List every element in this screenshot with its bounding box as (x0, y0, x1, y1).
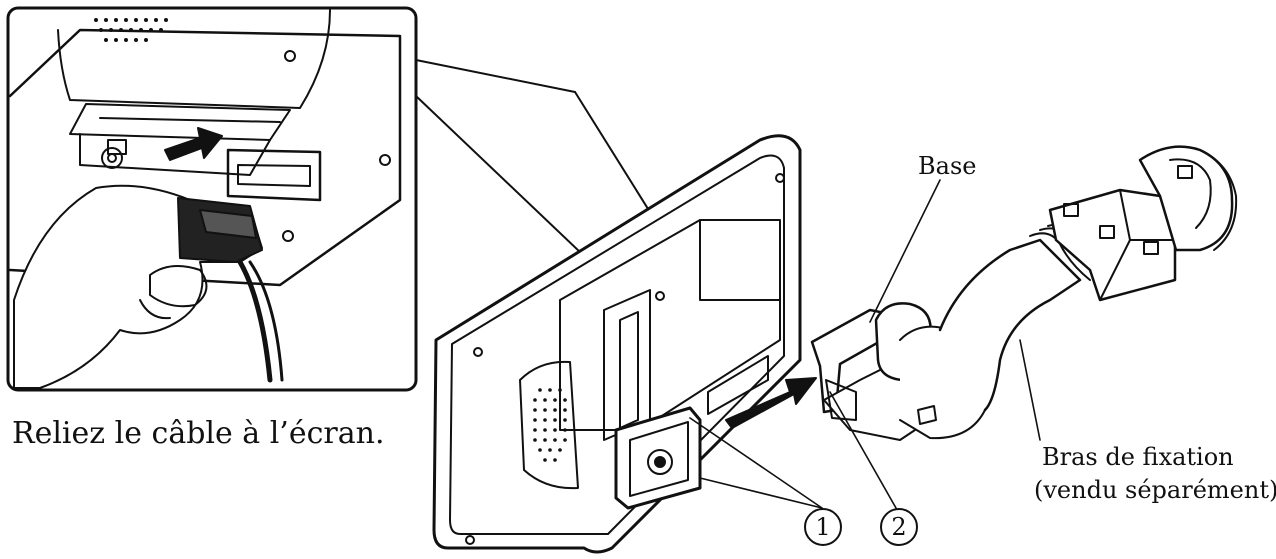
inset-detail (6, 6, 418, 392)
label-sold-separately: (vendu séparément) (1034, 476, 1276, 504)
rear-speaker-dots (533, 388, 567, 462)
callout-number-1: 1 (804, 508, 842, 546)
label-base: Base (918, 152, 977, 180)
speaker-grille-dots (94, 18, 168, 42)
caption-connect-cable: Reliez le câble à l’écran. (12, 416, 385, 451)
label-mounting-arm: Bras de fixation (1042, 443, 1234, 471)
callout-leaders (689, 179, 1041, 509)
display-unit-rear (432, 134, 802, 554)
callout-number-2: 2 (880, 508, 918, 546)
mounting-arm (810, 145, 1238, 441)
slide-direction-arrow (725, 377, 817, 429)
